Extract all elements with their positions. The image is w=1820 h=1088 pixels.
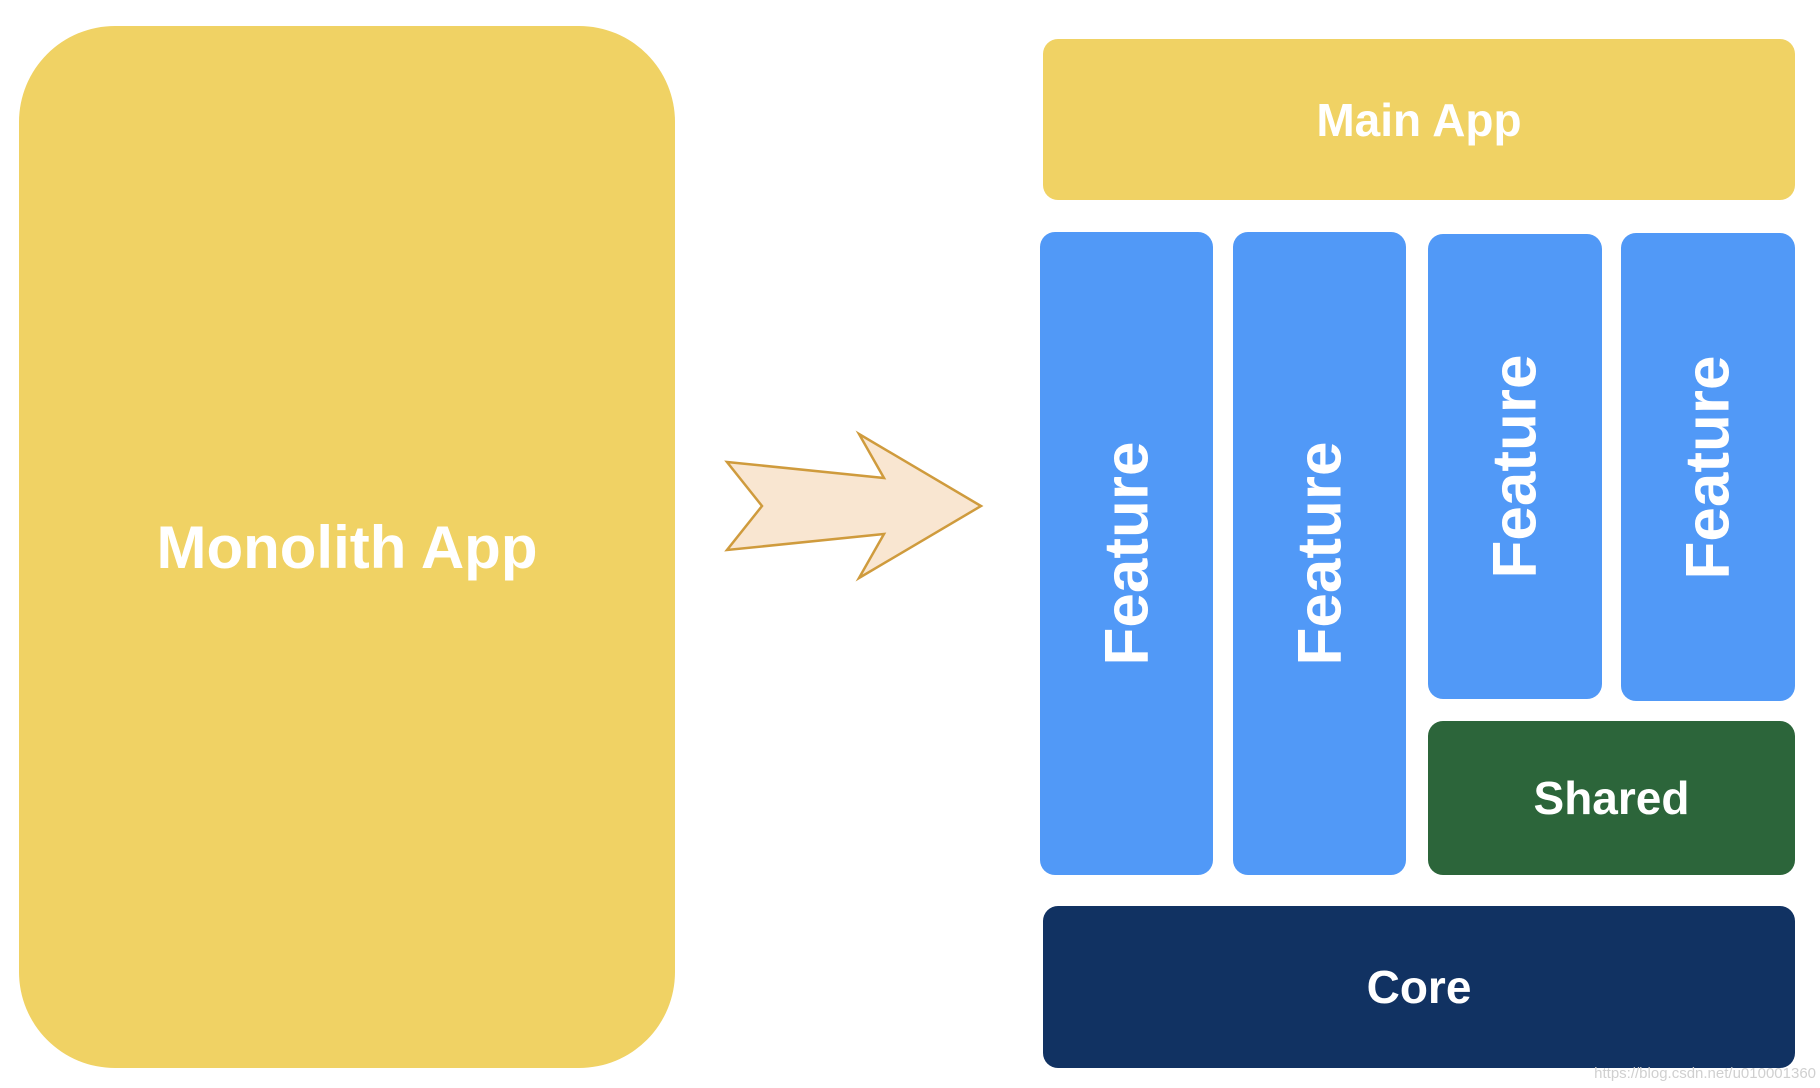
feature-label-2: Feature <box>1285 441 1354 666</box>
feature-block-1: Feature <box>1040 232 1213 875</box>
core-block: Core <box>1043 906 1795 1068</box>
watermark-text: https://blog.csdn.net/u010001360 <box>1594 1065 1816 1082</box>
main-app-label: Main App <box>1316 93 1522 146</box>
feature-block-2: Feature <box>1233 232 1406 875</box>
right-arrow-icon <box>724 430 984 582</box>
core-label: Core <box>1366 961 1472 1013</box>
feature-block-4: Feature <box>1621 233 1795 701</box>
monolith-app-label: Monolith App <box>156 513 538 581</box>
shared-label: Shared <box>1533 772 1690 824</box>
feature-label-3: Feature <box>1480 354 1550 579</box>
feature-block-3: Feature <box>1428 234 1602 699</box>
feature-label-1: Feature <box>1092 441 1161 666</box>
arrow-shape <box>724 430 984 582</box>
monolith-app-block: Monolith App <box>19 26 675 1068</box>
main-app-block: Main App <box>1043 39 1795 200</box>
feature-label-4: Feature <box>1673 355 1743 579</box>
shared-block: Shared <box>1428 721 1795 875</box>
